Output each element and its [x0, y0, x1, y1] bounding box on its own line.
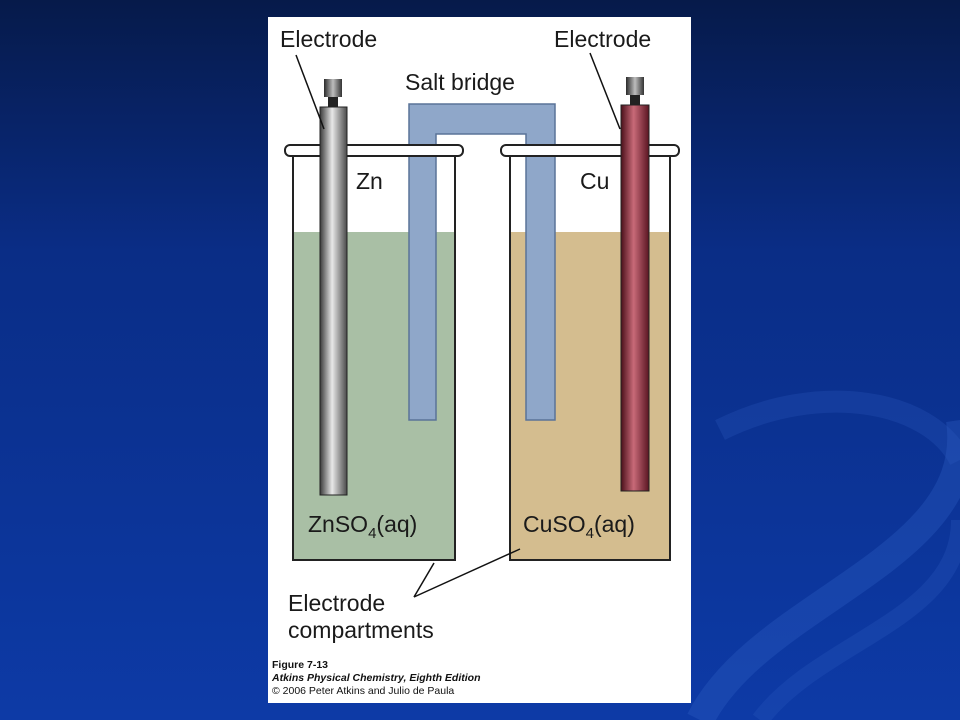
compartment-pointer-left [413, 562, 435, 598]
copper-electrode-cap [626, 77, 644, 95]
electrode-right-pointer [589, 52, 621, 130]
compartment-pointer-right [413, 548, 521, 598]
figure-number: Figure 7-13 [272, 659, 329, 671]
compartments-label-line2: compartments [288, 617, 434, 643]
right-beaker [509, 157, 671, 561]
copper-electrode-neck [630, 95, 640, 105]
zinc-sulfate-label: ZnSO4(aq) [308, 511, 417, 542]
electrode-left-pointer [295, 54, 325, 130]
right-beaker-rim [500, 144, 680, 157]
zinc-electrode-cap [324, 79, 342, 97]
compartments-label-line1: Electrode [288, 590, 385, 616]
copyright-line: © 2006 Peter Atkins and Julio de Paula [272, 685, 455, 697]
salt-bridge-label: Salt bridge [405, 69, 515, 95]
figure-caption: Figure 7-13 Atkins Physical Chemistry, E… [272, 659, 682, 698]
copper-electrode-rod [620, 104, 650, 492]
book-title: Atkins Physical Chemistry, Eighth Editio… [272, 672, 481, 684]
zinc-electrode-rod [319, 106, 348, 496]
diagram-panel: Electrode Electrode Salt bridge Zn Cu Zn… [268, 17, 691, 703]
left-beaker [292, 157, 456, 561]
copper-sulfate-label: CuSO4(aq) [523, 511, 635, 542]
zinc-label: Zn [356, 168, 383, 194]
copper-label: Cu [580, 168, 609, 194]
electrode-right-label: Electrode [554, 26, 651, 52]
electrode-left-label: Electrode [280, 26, 377, 52]
zinc-electrode-neck [328, 97, 338, 107]
salt-bridge [408, 103, 556, 421]
galvanic-cell-diagram: Electrode Electrode Salt bridge Zn Cu Zn… [280, 26, 680, 643]
left-beaker-rim [284, 144, 464, 157]
